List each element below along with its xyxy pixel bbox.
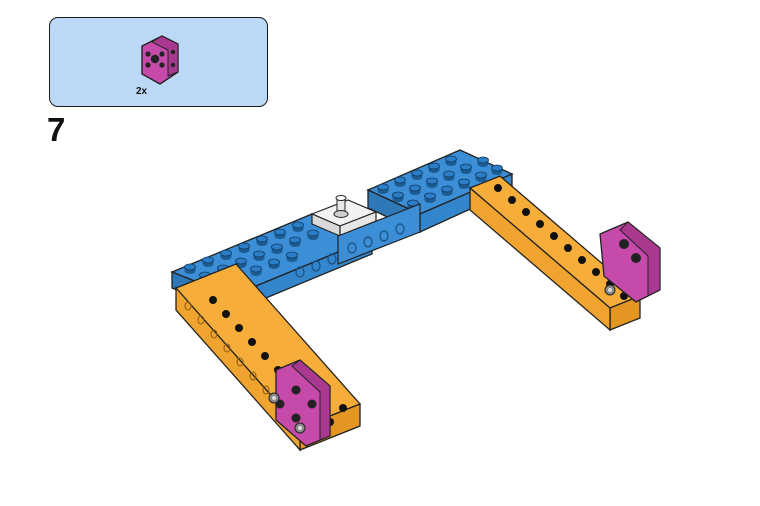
part-quantity: 2x bbox=[136, 86, 148, 97]
magenta-connector-right bbox=[599, 221, 661, 303]
magenta-connector-left bbox=[268, 359, 331, 447]
step-number: 7 bbox=[47, 111, 66, 148]
blue-connector-beam bbox=[337, 203, 421, 265]
parts-needed-panel: 2x bbox=[49, 17, 268, 107]
magenta-cross-connector-icon bbox=[141, 35, 179, 85]
yellow-beam-right bbox=[468, 175, 642, 332]
white-plate-with-axle bbox=[310, 195, 378, 237]
